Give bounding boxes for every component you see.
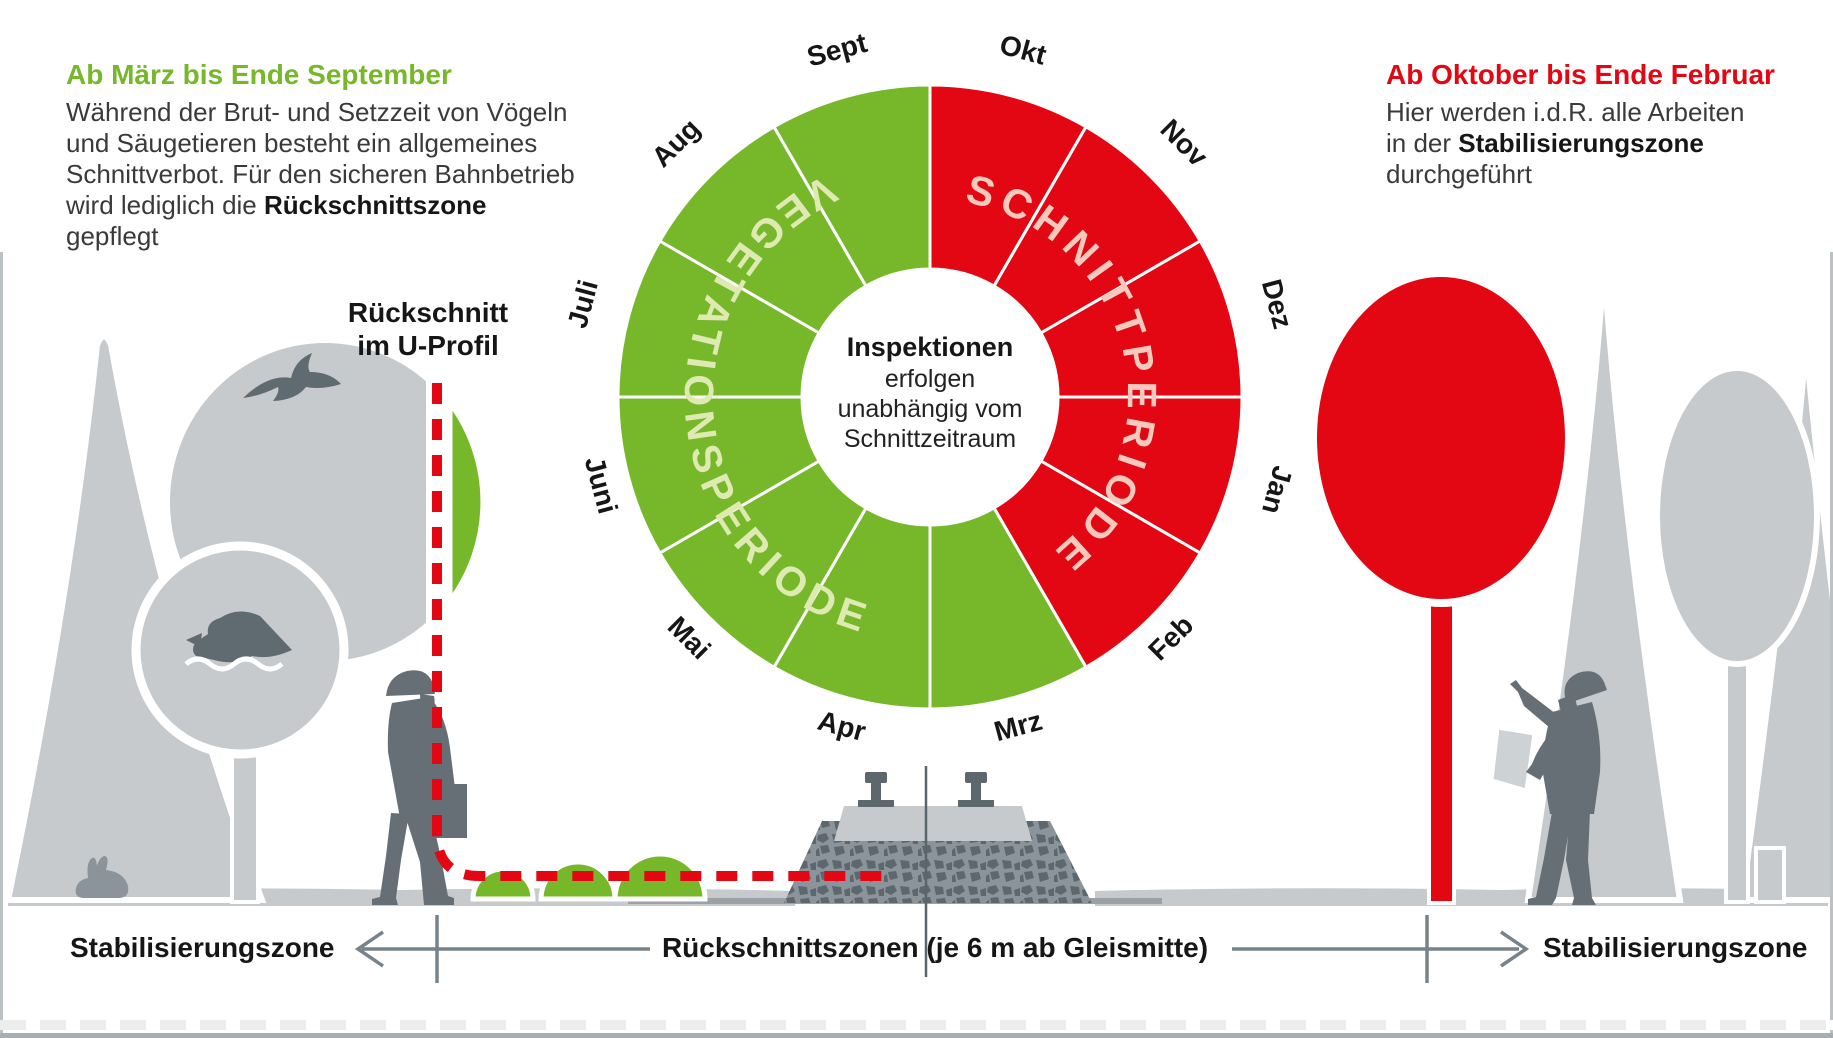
railway-track xyxy=(784,766,1092,977)
round-tree-trunk-right xyxy=(1724,638,1750,904)
right-tree-group xyxy=(1309,267,1833,905)
worker-left-front-leg xyxy=(404,809,454,905)
cutback-label: Rückschnitt im U-Profil xyxy=(320,296,536,362)
worker-right-back-leg xyxy=(1566,810,1596,905)
tree-stump xyxy=(1754,846,1786,904)
worker-right-front-leg xyxy=(1528,812,1572,905)
right-note-heading: Ab Oktober bis Ende Februar xyxy=(1386,59,1775,90)
left-edge-border xyxy=(0,252,3,1038)
wheel-center-line3: unabhängig vom xyxy=(837,395,1023,423)
zone-arrows xyxy=(354,915,1530,983)
right-note: Ab Oktober bis Ende Februar Hier werden … xyxy=(1386,58,1806,190)
worker-left-back-leg xyxy=(372,813,409,905)
wheel-center-title: Inspektionen xyxy=(846,332,1014,362)
month-label-juli: Juli xyxy=(562,277,604,332)
worker-right-silhouette xyxy=(1490,671,1607,905)
left-note: Ab März bis Ende September Während der B… xyxy=(66,58,596,252)
wheel-center-text: Inspektionen erfolgen unabhängig vom Sch… xyxy=(795,331,1065,454)
left-note-line2: und Säugetieren besteht ein allgemeines xyxy=(66,128,538,158)
month-label-nov: Nov xyxy=(1155,113,1215,173)
rail-left xyxy=(858,772,894,807)
wheel-segments xyxy=(616,83,1244,711)
left-note-heading: Ab März bis Ende September xyxy=(66,59,452,90)
ballast-bed xyxy=(784,821,1092,903)
zone-label-rueckschnitt: Rückschnittszonen (je 6 m ab Gleismitte) xyxy=(661,932,1209,963)
branch-squiggle xyxy=(184,656,284,672)
worker-left-helmet xyxy=(386,670,435,696)
zone-label-stabilisierung-right: Stabilisierungszone xyxy=(1543,932,1808,963)
crown-overhang-green xyxy=(447,395,486,609)
left-note-line5: gepflegt xyxy=(66,221,159,251)
flying-bird-icon xyxy=(243,353,341,401)
month-label-mrz: Mrz xyxy=(991,705,1046,747)
bottom-edge-border xyxy=(0,1033,1833,1038)
perched-bird-beak xyxy=(186,633,202,647)
red-tree-trunk xyxy=(1427,573,1456,905)
rabbit-icon xyxy=(75,856,129,898)
zone-label-stabilisierung-left: Stabilisierungszone xyxy=(70,932,335,963)
ground-right xyxy=(1095,888,1828,906)
cutback-label-line1: Rückschnitt xyxy=(347,297,509,328)
bottom-dash-strip xyxy=(0,1020,1833,1030)
worker-right-torso xyxy=(1542,702,1601,814)
month-label-okt: Okt xyxy=(996,29,1049,71)
sleeper-slab xyxy=(834,806,1032,841)
worker-right-raised-arm xyxy=(1510,680,1556,728)
month-label-aug: Aug xyxy=(646,113,706,173)
month-label-jan: Jan xyxy=(1256,463,1298,518)
cutback-label-line2: im U-Profil xyxy=(357,330,499,361)
inspection-papers xyxy=(1490,726,1536,792)
right-note-line3: durchgeführt xyxy=(1386,159,1532,189)
perched-bird-icon xyxy=(193,611,292,663)
wheel-center-line2: erfolgen xyxy=(884,365,976,393)
right-edge-border xyxy=(1830,252,1833,1038)
round-tree-crown-right xyxy=(1654,365,1820,667)
zone-arrow-left-head xyxy=(354,930,384,968)
cutback-u-profile-dashed-line xyxy=(432,383,886,881)
month-label-sept: Sept xyxy=(804,27,871,73)
right-note-line2: in der Stabilisierungszone xyxy=(1386,128,1704,158)
month-label-apr: Apr xyxy=(815,705,870,747)
worker-left-silhouette xyxy=(372,670,467,905)
right-note-line1: Hier werden i.d.R. alle Arbeiten xyxy=(1386,97,1745,127)
month-label-dez: Dez xyxy=(1256,276,1299,332)
worker-right-lower-arm xyxy=(1526,734,1556,780)
wheel-center-line4: Schnittzeitraum xyxy=(843,425,1017,453)
left-note-line4: wird lediglich die Rückschnittszone xyxy=(66,190,487,220)
month-label-juni: Juni xyxy=(579,453,624,517)
wheel-segment-sept xyxy=(771,83,932,289)
red-tree-crown xyxy=(1309,269,1573,607)
rail-right xyxy=(958,772,994,807)
left-tree-group xyxy=(4,332,486,904)
zone-arrow-right-head xyxy=(1500,930,1530,968)
left-note-line1: Während der Brut- und Setzzeit von Vögel… xyxy=(66,97,568,127)
worker-right-helmet xyxy=(1564,671,1607,703)
left-note-line3: Schnittverbot. Für den sicheren Bahnbetr… xyxy=(66,159,575,189)
